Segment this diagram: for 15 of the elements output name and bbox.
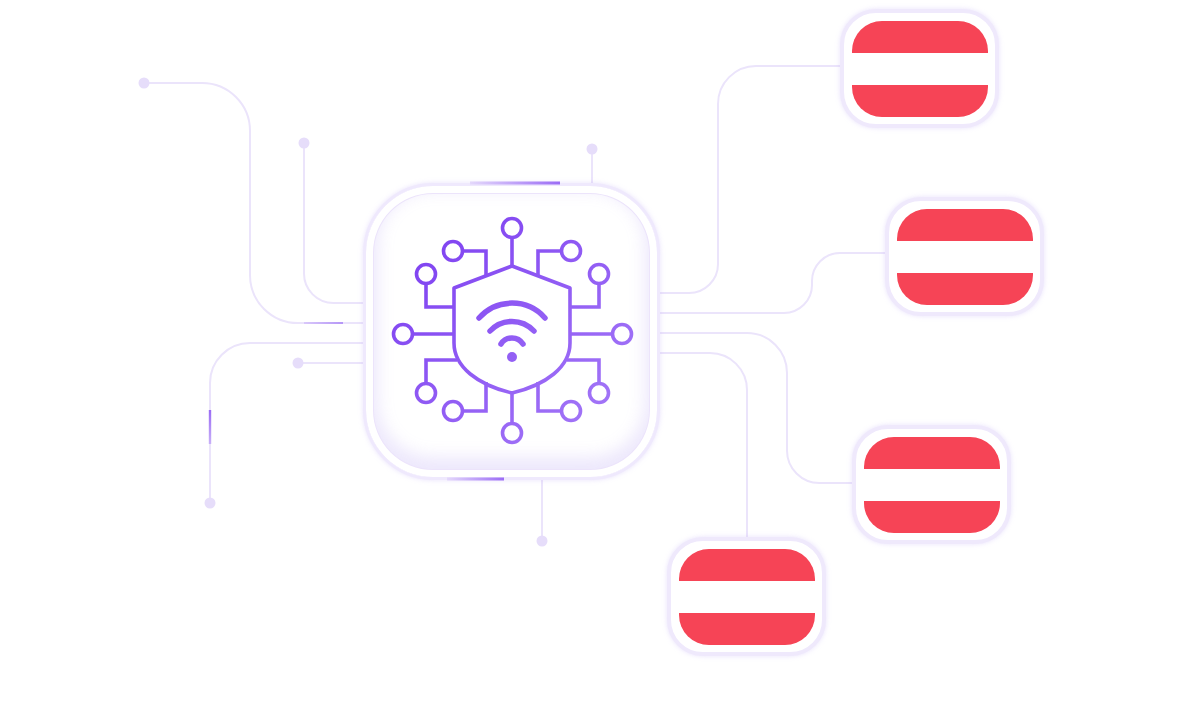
connector-line	[659, 332, 853, 484]
connector-line	[659, 65, 841, 294]
circuit-trace	[138, 77, 364, 324]
circuit-trace	[298, 137, 364, 304]
circuit-trace	[292, 357, 364, 369]
circuit-trace	[586, 143, 598, 184]
flag-frame	[852, 425, 1011, 544]
connector-line	[659, 252, 886, 314]
flag-frame	[885, 197, 1044, 316]
circuit-trace	[204, 342, 364, 509]
circuit-trace	[536, 479, 548, 547]
flag-frame	[840, 9, 999, 128]
flag-frame	[667, 537, 826, 656]
icon-tile	[363, 183, 660, 480]
connector-line	[659, 352, 748, 538]
